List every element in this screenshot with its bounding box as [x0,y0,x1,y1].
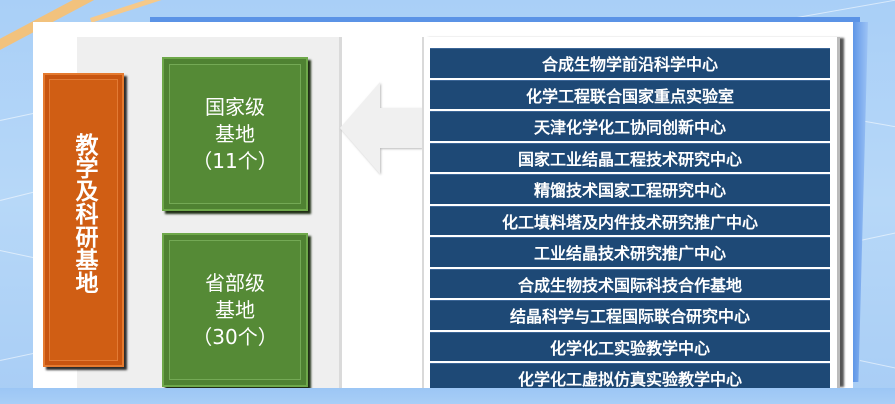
category-node-line: 基地 [215,121,255,146]
category-node-line: 省部级 [205,270,265,295]
background-bottom-band [0,388,895,404]
list-item: 工业结晶技术研究推广中心 [430,237,830,267]
list-item: 天津化学化工协同创新中心 [430,111,830,141]
root-node-teaching-research-bases: 教学及科研基地 [43,73,124,367]
list-item: 合成生物学前沿科学中心 [430,48,830,78]
list-item: 化学化工实验教学中心 [430,331,830,361]
list-item: 化工填料塔及内件技术研究推广中心 [430,205,830,235]
background-line [860,231,895,241]
background-blue-band [150,17,860,22]
category-node-count: （30个） [192,324,278,349]
list-item: 化学工程联合国家重点实验室 [430,79,830,109]
root-node-label: 教学及科研基地 [71,132,97,294]
background-line [859,360,895,370]
background-blue-band [852,22,868,382]
list-item: 合成生物技术国际科技合作基地 [430,268,830,298]
category-node-line: 基地 [215,297,255,322]
category-node-line: 国家级 [205,94,265,119]
list-item: 结晶科学与工程国际联合研究中心 [430,300,830,330]
category-node-provincial: 省部级 基地 （30个） [162,233,308,387]
list-item: 精馏技术国家工程研究中心 [430,174,830,204]
left-arrow-icon [338,80,422,176]
list-item: 化学化工虚拟仿真实验教学中心 [430,363,830,393]
base-list: 合成生物学前沿科学中心 化学工程联合国家重点实验室 天津化学化工协同创新中心 国… [430,48,830,395]
category-node-count: （11个） [192,148,278,173]
category-node-national: 国家级 基地 （11个） [162,57,308,211]
list-item: 国家工业结晶工程技术研究中心 [430,142,830,172]
